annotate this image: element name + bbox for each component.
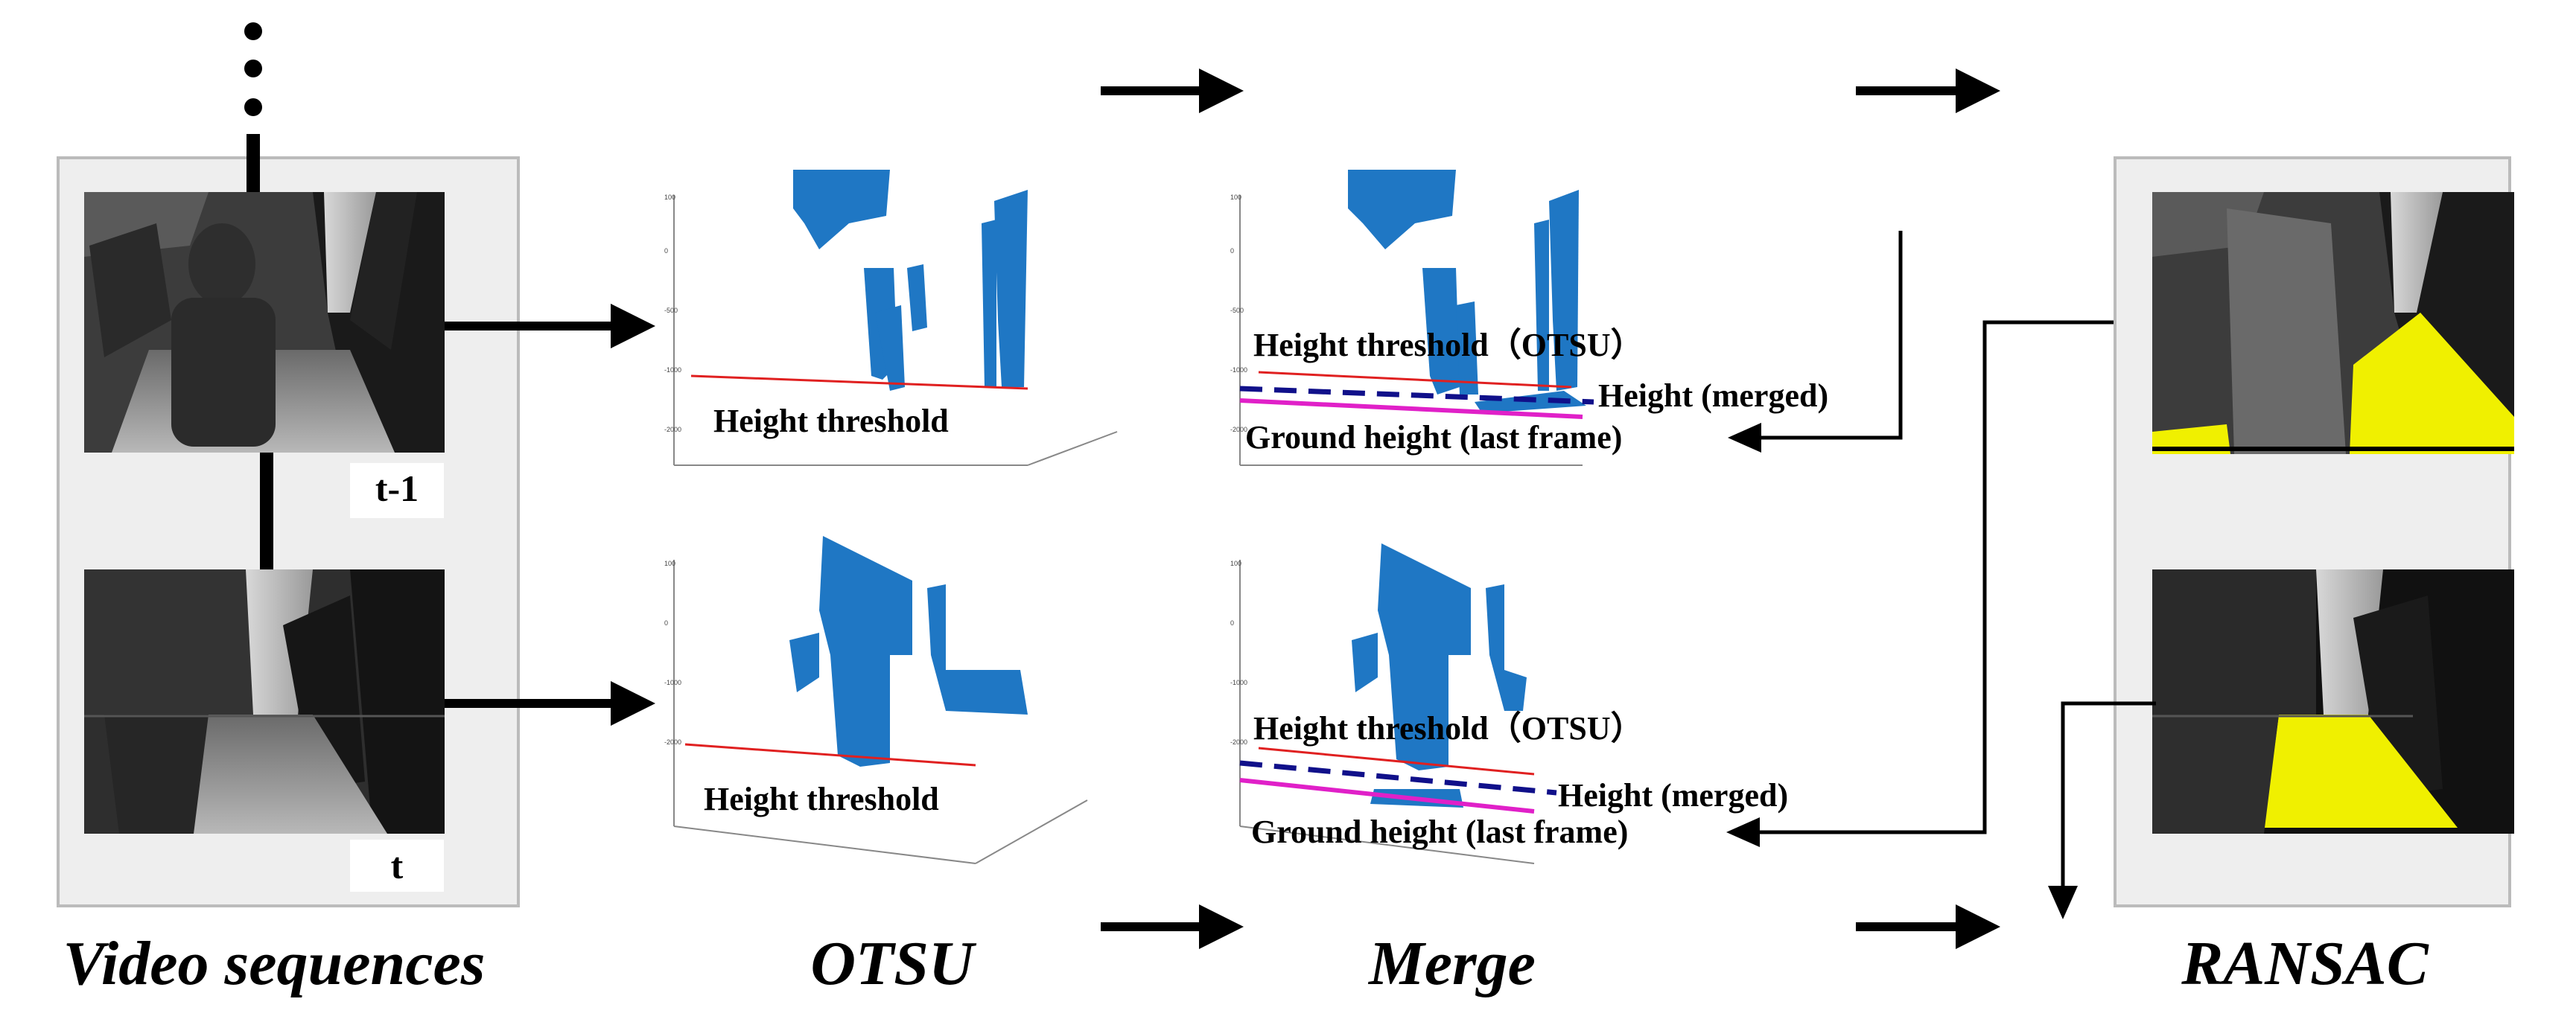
arrow-right-icon (445, 681, 655, 726)
svg-text:-500: -500 (664, 307, 678, 314)
otsu-plot-bottom: 100 0 -1000 -2000 (664, 536, 1088, 864)
otsu-label-bottom: Height threshold (704, 781, 939, 817)
frame-label-prev: t-1 (375, 467, 419, 509)
svg-text:-1000: -1000 (664, 366, 681, 374)
svg-text:-500: -500 (1230, 307, 1244, 314)
ransac-frame-prev (2152, 192, 2514, 454)
svg-text:100: 100 (1230, 560, 1241, 567)
title-merge: Merge (1367, 929, 1536, 998)
ground-line-top (1239, 398, 1583, 419)
ground-line-bottom (1239, 778, 1535, 814)
threshold-line-top (690, 374, 1028, 390)
svg-text:0: 0 (1230, 247, 1234, 255)
merge-plot-top: 100 0 -500 -1000 -2000 (1230, 170, 1594, 466)
feedback-arrow-top (1728, 231, 1903, 453)
svg-text:-1000: -1000 (1230, 679, 1247, 686)
svg-text:-1000: -1000 (1230, 366, 1247, 374)
svg-text:-2000: -2000 (1230, 738, 1247, 746)
arrow-right-icon (1101, 904, 1244, 949)
otsu-plot-top: 100 0 -500 -1000 -2000 (664, 170, 1118, 466)
frame-label-box-prev (350, 463, 444, 518)
title-ransac: RANSAC (2181, 929, 2429, 998)
svg-text:100: 100 (664, 560, 675, 567)
svg-text:100: 100 (1230, 194, 1241, 201)
merge-height-line-bottom (1239, 760, 1557, 796)
title-video-sequences: Video sequences (63, 929, 486, 998)
arrow-down-icon (2048, 701, 2156, 919)
vertical-dots-icon (244, 22, 262, 116)
depth-frame-curr (84, 569, 445, 834)
frame-label-curr: t (391, 845, 404, 887)
title-otsu: OTSU (810, 929, 977, 998)
frame-label-box-curr (350, 840, 444, 892)
depth-frame-prev (84, 192, 445, 453)
svg-text:-2000: -2000 (664, 738, 681, 746)
ground-height-label-top: Ground height (last frame) (1245, 419, 1622, 456)
arrow-right-icon (1101, 68, 1244, 113)
merge-height-line-top (1239, 386, 1594, 405)
otsu-label-top: Height threshold (713, 403, 949, 439)
feedback-arrow-bottom (1726, 320, 2156, 847)
svg-text:100: 100 (664, 194, 675, 201)
merge-threshold-line-bottom (1258, 747, 1535, 776)
merge-threshold-line-top (1258, 371, 1572, 389)
threshold-line-bottom (684, 743, 976, 767)
svg-text:-2000: -2000 (664, 426, 681, 433)
svg-text:-1000: -1000 (664, 679, 681, 686)
merge-height-label-top: Height (merged) (1598, 377, 1828, 414)
svg-text:0: 0 (664, 619, 668, 627)
svg-text:0: 0 (1230, 619, 1234, 627)
ransac-frame-curr (2152, 569, 2514, 834)
svg-text:0: 0 (664, 247, 668, 255)
arrow-right-icon (1856, 904, 2000, 949)
arrow-right-icon (1856, 68, 2000, 113)
merge-threshold-label-bottom: Height threshold（OTSU） (1253, 710, 1644, 747)
ground-height-label-bottom: Ground height (last frame) (1251, 814, 1628, 850)
merge-plot-bottom: 100 0 -1000 -2000 (1230, 543, 1557, 864)
merge-height-label-bottom: Height (merged) (1558, 777, 1788, 814)
arrow-right-icon (445, 304, 655, 348)
svg-text:-2000: -2000 (1230, 426, 1247, 433)
merge-threshold-label-top: Height threshold（OTSU） (1253, 327, 1644, 363)
